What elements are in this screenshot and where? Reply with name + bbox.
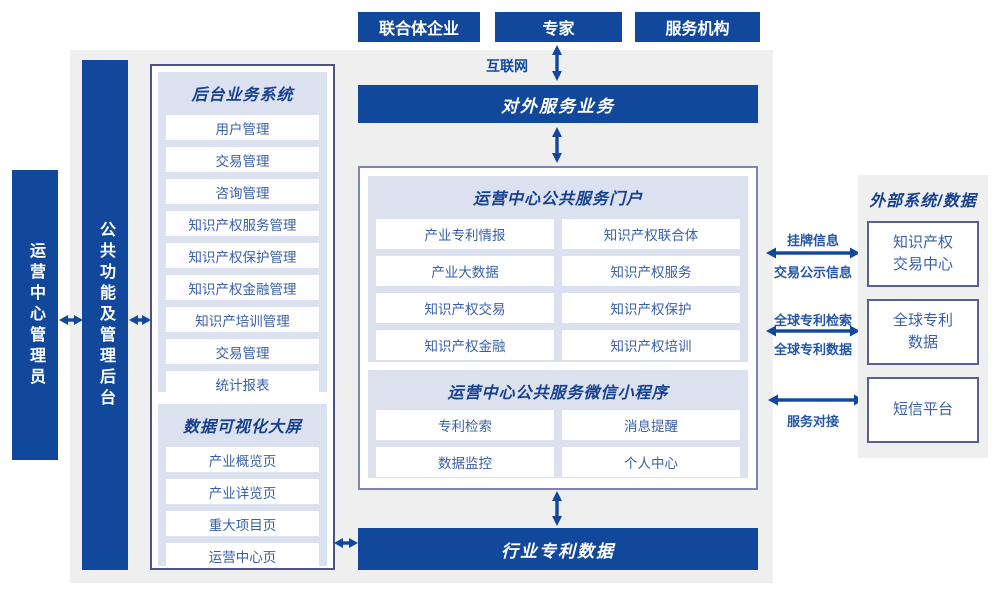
- vertical-label: 公共功能及管理后台: [97, 220, 114, 410]
- external-item-sms-platform: 短信平台: [867, 377, 979, 443]
- horizontal-double-arrow-icon: [334, 538, 358, 548]
- actor-experts: 专家: [495, 12, 622, 42]
- portal-item-industry-patent-intelligence: 产业专利情报: [376, 219, 554, 249]
- portal-item-industry-big-data: 产业大数据: [376, 256, 554, 286]
- dashboard-item-industry-detail: 产业详览页: [166, 479, 319, 504]
- panel-title: 运营中心公共服务微信小程序: [447, 385, 669, 402]
- public-service-portal-panel: 运营中心公共服务门户 产业专利情报 知识产权联合体 产业大数据 知识产权服务 知…: [368, 176, 748, 362]
- dashboard-item-major-projects: 重大项目页: [166, 511, 319, 536]
- internet-label: 互联网: [486, 58, 528, 74]
- external-systems-panel: 外部系统/数据 知识产权交易中心 全球专利数据 短信平台: [858, 175, 988, 458]
- horizontal-double-arrow-icon: [766, 247, 860, 259]
- horizontal-double-arrow-icon: [768, 394, 864, 406]
- external-item-label: 全球专利数据: [892, 312, 953, 351]
- operation-center-admin-box: 运营中心管理员: [12, 170, 58, 460]
- portal-item-ip-service: 知识产权服务: [562, 256, 740, 286]
- backend-item-consult-management: 咨询管理: [166, 179, 319, 204]
- industry-patent-data-bar: 行业专利数据: [358, 528, 758, 570]
- link-label-global-patent-data: 全球专利数据: [773, 342, 852, 357]
- backend-item-ip-training-management: 知识产培训管理: [166, 307, 319, 332]
- backend-item-ip-finance-management: 知识产权金融管理: [166, 275, 319, 300]
- miniprogram-item-message-reminder: 消息提醒: [562, 410, 740, 440]
- dashboard-item-operation-center: 运营中心页: [166, 543, 319, 568]
- backend-item-user-management: 用户管理: [166, 115, 319, 140]
- backend-item-ip-service-management: 知识产权服务管理: [166, 211, 319, 236]
- panel-title: 后台业务系统: [191, 87, 294, 104]
- wechat-miniprogram-panel: 运营中心公共服务微信小程序 专利检索 消息提醒 数据监控 个人中心: [368, 370, 748, 478]
- vertical-double-arrow-icon: [552, 45, 562, 81]
- backend-item-trade-management-2: 交易管理: [166, 339, 319, 364]
- panel-title: 运营中心公共服务门户: [472, 191, 643, 208]
- actor-label: 专家: [542, 21, 575, 38]
- link-label-service-connect: 服务对接: [786, 414, 839, 429]
- horizontal-double-arrow-icon: [59, 315, 83, 325]
- link-label-global-patent-search: 全球专利检索: [773, 313, 852, 328]
- external-item-label: 知识产权交易中心: [892, 234, 953, 273]
- actor-consortium-enterprises: 联合体企业: [358, 12, 480, 42]
- actor-label: 服务机构: [665, 21, 730, 38]
- vertical-double-arrow-icon: [552, 491, 562, 526]
- vertical-label: 运营中心管理员: [27, 241, 44, 389]
- portal-item-ip-finance: 知识产权金融: [376, 330, 554, 360]
- bar-label: 对外服务业务: [501, 96, 615, 116]
- link-label-trade-publicity: 交易公示信息: [773, 265, 852, 280]
- link-label-listing-info: 挂牌信息: [786, 233, 839, 248]
- dashboard-item-industry-overview: 产业概览页: [166, 447, 319, 472]
- external-item-global-patent-data: 全球专利数据: [867, 299, 979, 365]
- horizontal-double-arrow-icon: [129, 315, 151, 325]
- external-item-label: 短信平台: [892, 401, 953, 419]
- backend-item-statistics-report: 统计报表: [166, 371, 319, 396]
- portal-item-ip-consortium: 知识产权联合体: [562, 219, 740, 249]
- portal-item-ip-protection: 知识产权保护: [562, 293, 740, 323]
- backend-item-trade-management: 交易管理: [166, 147, 319, 172]
- bar-label: 行业专利数据: [501, 541, 615, 561]
- actor-label: 联合体企业: [378, 21, 459, 38]
- backend-business-system-panel: 后台业务系统 用户管理 交易管理 咨询管理 知识产权服务管理 知识产权保护管理 …: [158, 72, 327, 396]
- external-item-ip-trade-center: 知识产权交易中心: [867, 221, 979, 287]
- miniprogram-item-patent-search: 专利检索: [376, 410, 554, 440]
- miniprogram-item-personal-center: 个人中心: [562, 447, 740, 477]
- external-service-bar: 对外服务业务: [358, 85, 758, 123]
- panel-title: 外部系统/数据: [869, 193, 977, 210]
- miniprogram-item-data-monitoring: 数据监控: [376, 447, 554, 477]
- portal-item-ip-trade: 知识产权交易: [376, 293, 554, 323]
- public-functions-backend-column: 公共功能及管理后台: [82, 60, 128, 570]
- data-visualization-panel: 数据可视化大屏 产业概览页 产业详览页 重大项目页 运营中心页: [158, 404, 327, 568]
- backend-item-ip-protection-management: 知识产权保护管理: [166, 243, 319, 268]
- panel-title: 数据可视化大屏: [182, 419, 302, 436]
- portal-item-ip-training: 知识产权培训: [562, 330, 740, 360]
- vertical-double-arrow-icon: [552, 127, 562, 163]
- horizontal-double-arrow-icon: [766, 325, 860, 337]
- actor-service-organizations: 服务机构: [635, 12, 760, 42]
